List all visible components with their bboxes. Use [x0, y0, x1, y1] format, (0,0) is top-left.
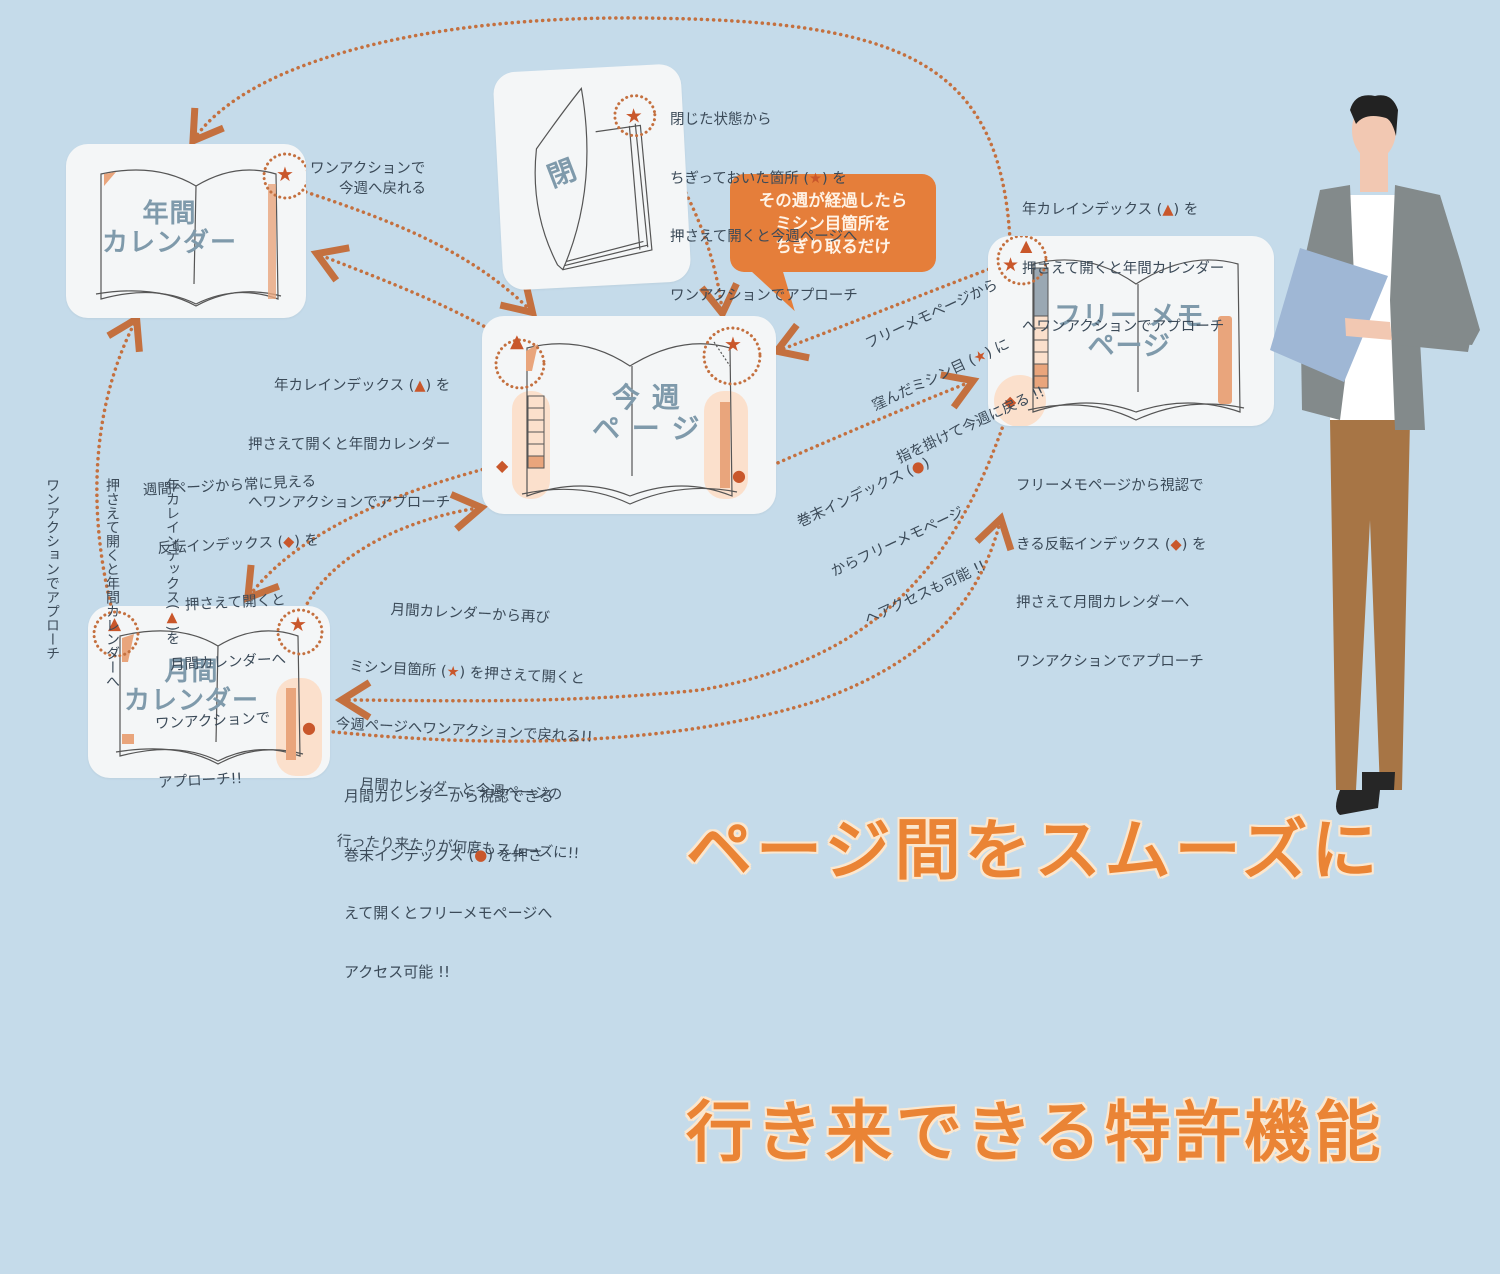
star-icon: ★	[1002, 254, 1020, 276]
line-annual-to-weekly	[298, 188, 538, 318]
note-free-memo-diamond: フリーメモページから視認で きる反転インデックス (◆) を 押さえて月間カレン…	[1016, 478, 1207, 670]
weekly-page-card: ▲ ★ ◆ ● 今 週 ペ ー ジ	[482, 316, 776, 514]
triangle-icon: ▲	[1020, 236, 1033, 255]
circle-icon: ●	[474, 845, 488, 864]
headline: ページ間をスムーズに 行き来できる特許機能	[686, 616, 1385, 1274]
diamond-icon: ◆	[1170, 536, 1182, 553]
triangle-icon: ▲	[164, 609, 180, 626]
free-memo-star-triangle-highlight	[996, 236, 1048, 286]
line-monthly-to-weekly	[298, 491, 488, 622]
star-icon: ★	[724, 332, 742, 356]
weekly-star-highlight	[702, 326, 762, 386]
monthly-star-highlight	[276, 608, 324, 656]
line-freememo-to-monthly	[334, 403, 1012, 721]
note-annual-return: ワンアクションで 今週へ戻れる	[310, 161, 426, 197]
circle-icon: ●	[302, 718, 316, 737]
closed-star-highlight	[613, 94, 657, 138]
free-memo-page-title: フリー メモ ページ	[1054, 301, 1205, 363]
diamond-icon: ◆	[496, 456, 509, 475]
free-memo-page-card: ▲ ★ ◆ フリー メモ ページ	[988, 236, 1274, 426]
triangle-icon: ▲	[108, 614, 122, 634]
triangle-icon: ▲	[510, 331, 524, 352]
circle-icon: ●	[732, 466, 746, 485]
annual-star-highlight	[262, 152, 306, 200]
annual-calendar-card: ★ 年間 カレンダー	[66, 144, 306, 318]
note-closed-star: 閉じた状態から ちぎっておいた箇所 (★) を 押さえて開くと今週ページへ ワン…	[670, 112, 858, 304]
annual-book-illustration	[95, 152, 306, 307]
businessman-illustration	[1270, 95, 1480, 815]
callout-bubble: その週が経過したら ミシン目箇所を ちぎり取るだけ	[730, 174, 936, 272]
note-free-memo-triangle: 年カレインデックス (▲) を 押さえて開くと年間カレンダー へワンアクションで…	[1022, 202, 1225, 335]
line-closed-to-weekly	[646, 128, 740, 321]
triangle-icon: ▲	[1162, 202, 1174, 218]
diamond-icon: ◆	[1004, 392, 1017, 411]
closed-book-card: 閉 ★	[492, 63, 692, 291]
weekly-book-illustration	[494, 326, 762, 505]
weekly-page-title: 今 週 ペ ー ジ	[592, 381, 701, 446]
star-icon: ★	[289, 612, 307, 636]
line-weekly-to-annual	[310, 244, 507, 340]
line-freememo-to-weekly	[770, 263, 1002, 362]
monthly-book-illustration	[92, 608, 324, 776]
note-vertical-triangle: 年カレインデックス(▲)を 押さえて開くと年間カレンダーへ ワンアクションでアプ…	[44, 478, 180, 688]
monthly-calendar-card: ▲ ★ ● 月間 カレンダー	[88, 606, 330, 778]
monthly-calendar-title: 月間 カレンダー	[124, 657, 260, 717]
arc-freememo-to-annual	[189, 16, 1012, 242]
line-monthly-to-freememo	[313, 512, 1015, 743]
line-weekly-to-freememo	[748, 371, 980, 477]
closed-book-illustration	[534, 87, 657, 271]
star-icon: ★	[276, 162, 294, 186]
headline-line-2: 行き来できる特許機能	[686, 1094, 1385, 1171]
connector-lines	[95, 16, 1015, 743]
weekly-triangle-highlight	[494, 338, 546, 390]
line-weekly-to-monthly	[243, 463, 502, 604]
triangle-icon: ▲	[414, 378, 426, 394]
monthly-triangle-highlight	[92, 610, 140, 658]
headline-line-1: ページ間をスムーズに	[686, 812, 1382, 889]
star-icon: ★	[809, 170, 823, 187]
note-weekly-triangle: 年カレインデックス (▲) を 押さえて開くと年間カレンダー へワンアクションで…	[248, 378, 451, 511]
free-memo-book-illustration	[994, 236, 1245, 426]
line-monthly-to-annual	[95, 313, 143, 612]
annual-calendar-title: 年間 カレンダー	[102, 199, 238, 259]
